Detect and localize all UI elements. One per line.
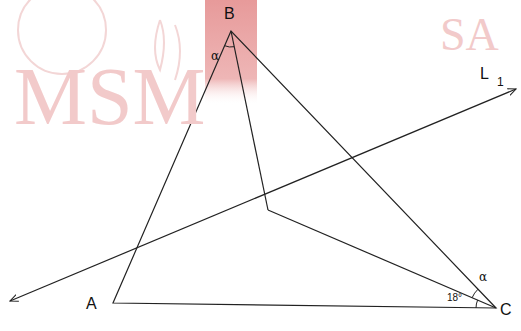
segment-pb (231, 31, 268, 210)
watermark-text: SA (440, 12, 499, 58)
angle-arc-c-lower (476, 300, 478, 308)
vertex-label: C (500, 302, 512, 318)
angle-arc-c-upper (472, 289, 478, 298)
watermark-bar (205, 0, 257, 105)
angle-label: 18° (447, 293, 462, 303)
angle-label: α (479, 271, 487, 283)
line-label: L (480, 66, 489, 82)
segment-pc (268, 210, 496, 308)
vertex-label: A (86, 296, 97, 312)
angle-label: α (211, 50, 219, 62)
angle-arc-b (225, 46, 235, 47)
vertex-label: B (224, 6, 235, 22)
line-subscript: 1 (497, 76, 504, 88)
watermark-text: MSM (14, 56, 205, 138)
